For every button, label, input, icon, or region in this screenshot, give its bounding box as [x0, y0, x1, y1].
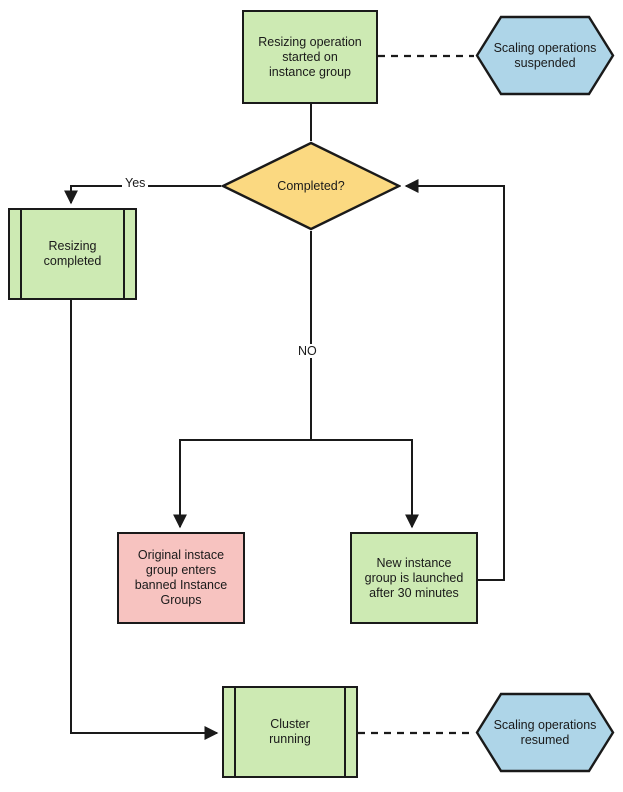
node-resizing-completed-label: Resizing completed — [43, 239, 102, 268]
edge-label-no: NO — [295, 344, 320, 358]
edge-decision-yes-to-resizing-completed — [64, 185, 221, 205]
node-scaling-resumed[interactable]: Scaling operations resumed — [475, 692, 615, 773]
node-completed-decision-label: Completed? — [277, 178, 345, 193]
node-original-banned-label: Original instace group enters banned Ins… — [134, 548, 228, 607]
node-scaling-suspended-label: Scaling operations suspended — [493, 40, 597, 70]
predefined-process-bar-left — [20, 208, 22, 300]
node-resizing-started[interactable]: Resizing operation started on instance g… — [242, 10, 378, 104]
node-new-group-launched-label: New instance group is launched after 30 … — [364, 555, 464, 600]
node-resizing-completed[interactable]: Resizing completed — [8, 208, 137, 300]
node-scaling-resumed-label: Scaling operations resumed — [493, 717, 597, 747]
edge-resizing-completed-to-cluster-running — [70, 300, 219, 740]
hexagon-shape — [475, 15, 615, 96]
edge-new-group-back-to-decision — [404, 179, 505, 581]
hexagon-shape — [475, 692, 615, 773]
node-cluster-running-label: Cluster running — [269, 717, 311, 746]
node-original-banned[interactable]: Original instace group enters banned Ins… — [117, 532, 245, 624]
predefined-process-bar-left — [234, 686, 236, 778]
node-completed-decision[interactable]: Completed? — [221, 141, 401, 231]
diamond-shape — [221, 141, 401, 231]
edge-no-branch-to-new-group — [311, 439, 419, 529]
edge-label-yes: Yes — [122, 176, 149, 190]
node-cluster-running[interactable]: Cluster running — [222, 686, 358, 778]
node-resizing-started-label: Resizing operation started on instance g… — [258, 34, 362, 79]
predefined-process-bar-right — [344, 686, 346, 778]
node-scaling-suspended[interactable]: Scaling operations suspended — [475, 15, 615, 96]
edge-no-branch-to-original-banned — [173, 439, 311, 529]
predefined-process-bar-right — [123, 208, 125, 300]
node-new-group-launched[interactable]: New instance group is launched after 30 … — [350, 532, 478, 624]
